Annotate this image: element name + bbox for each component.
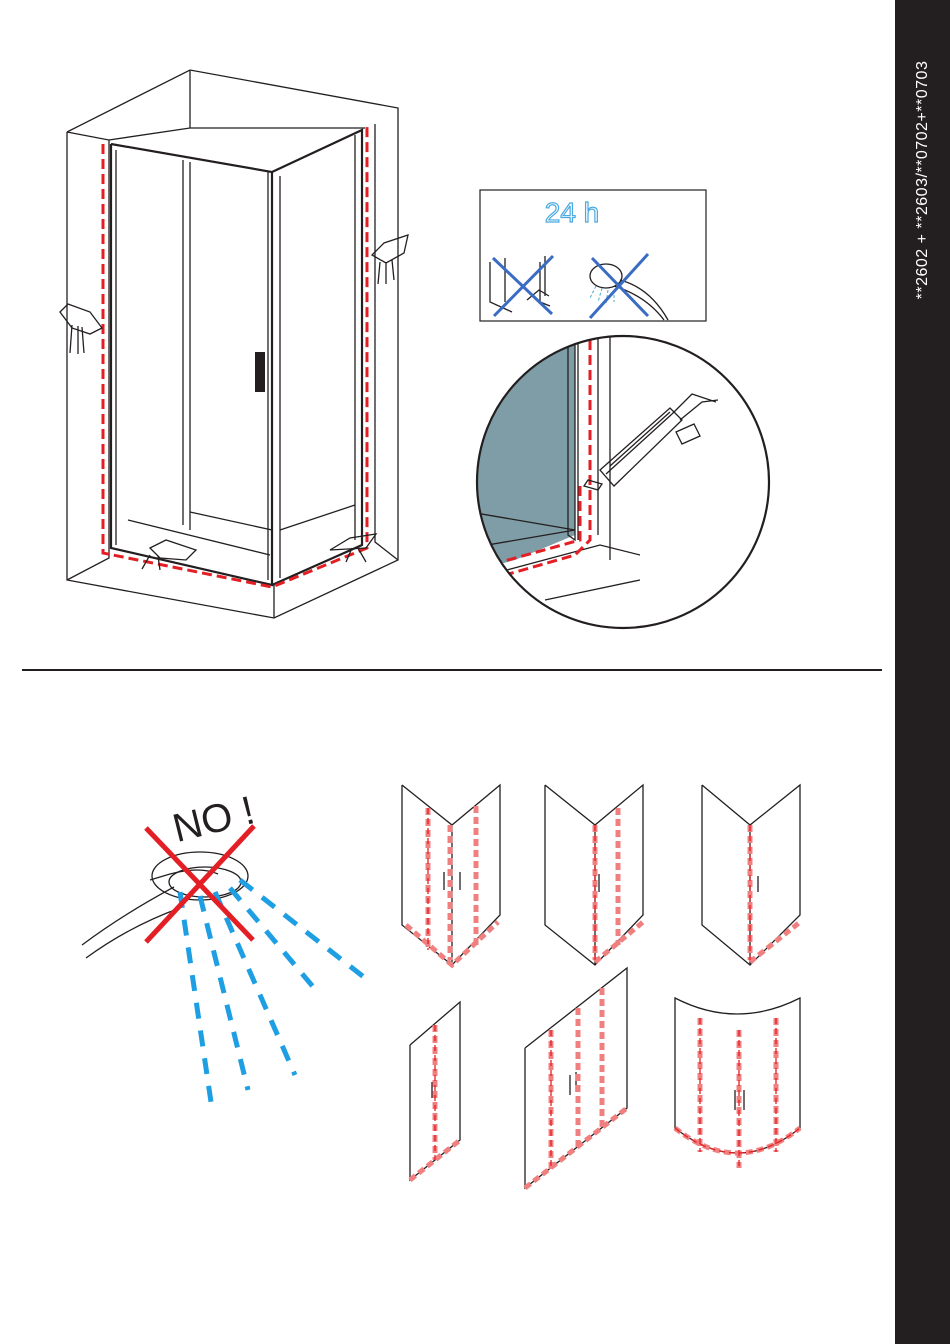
variant-corner-single-door — [545, 785, 643, 965]
variant-corner-fixed — [702, 785, 800, 965]
variant-corner-double-door — [402, 785, 500, 965]
variant-sliding-door — [525, 968, 627, 1188]
variant-quadrant — [675, 998, 800, 1168]
variant-single-panel — [410, 1002, 460, 1180]
